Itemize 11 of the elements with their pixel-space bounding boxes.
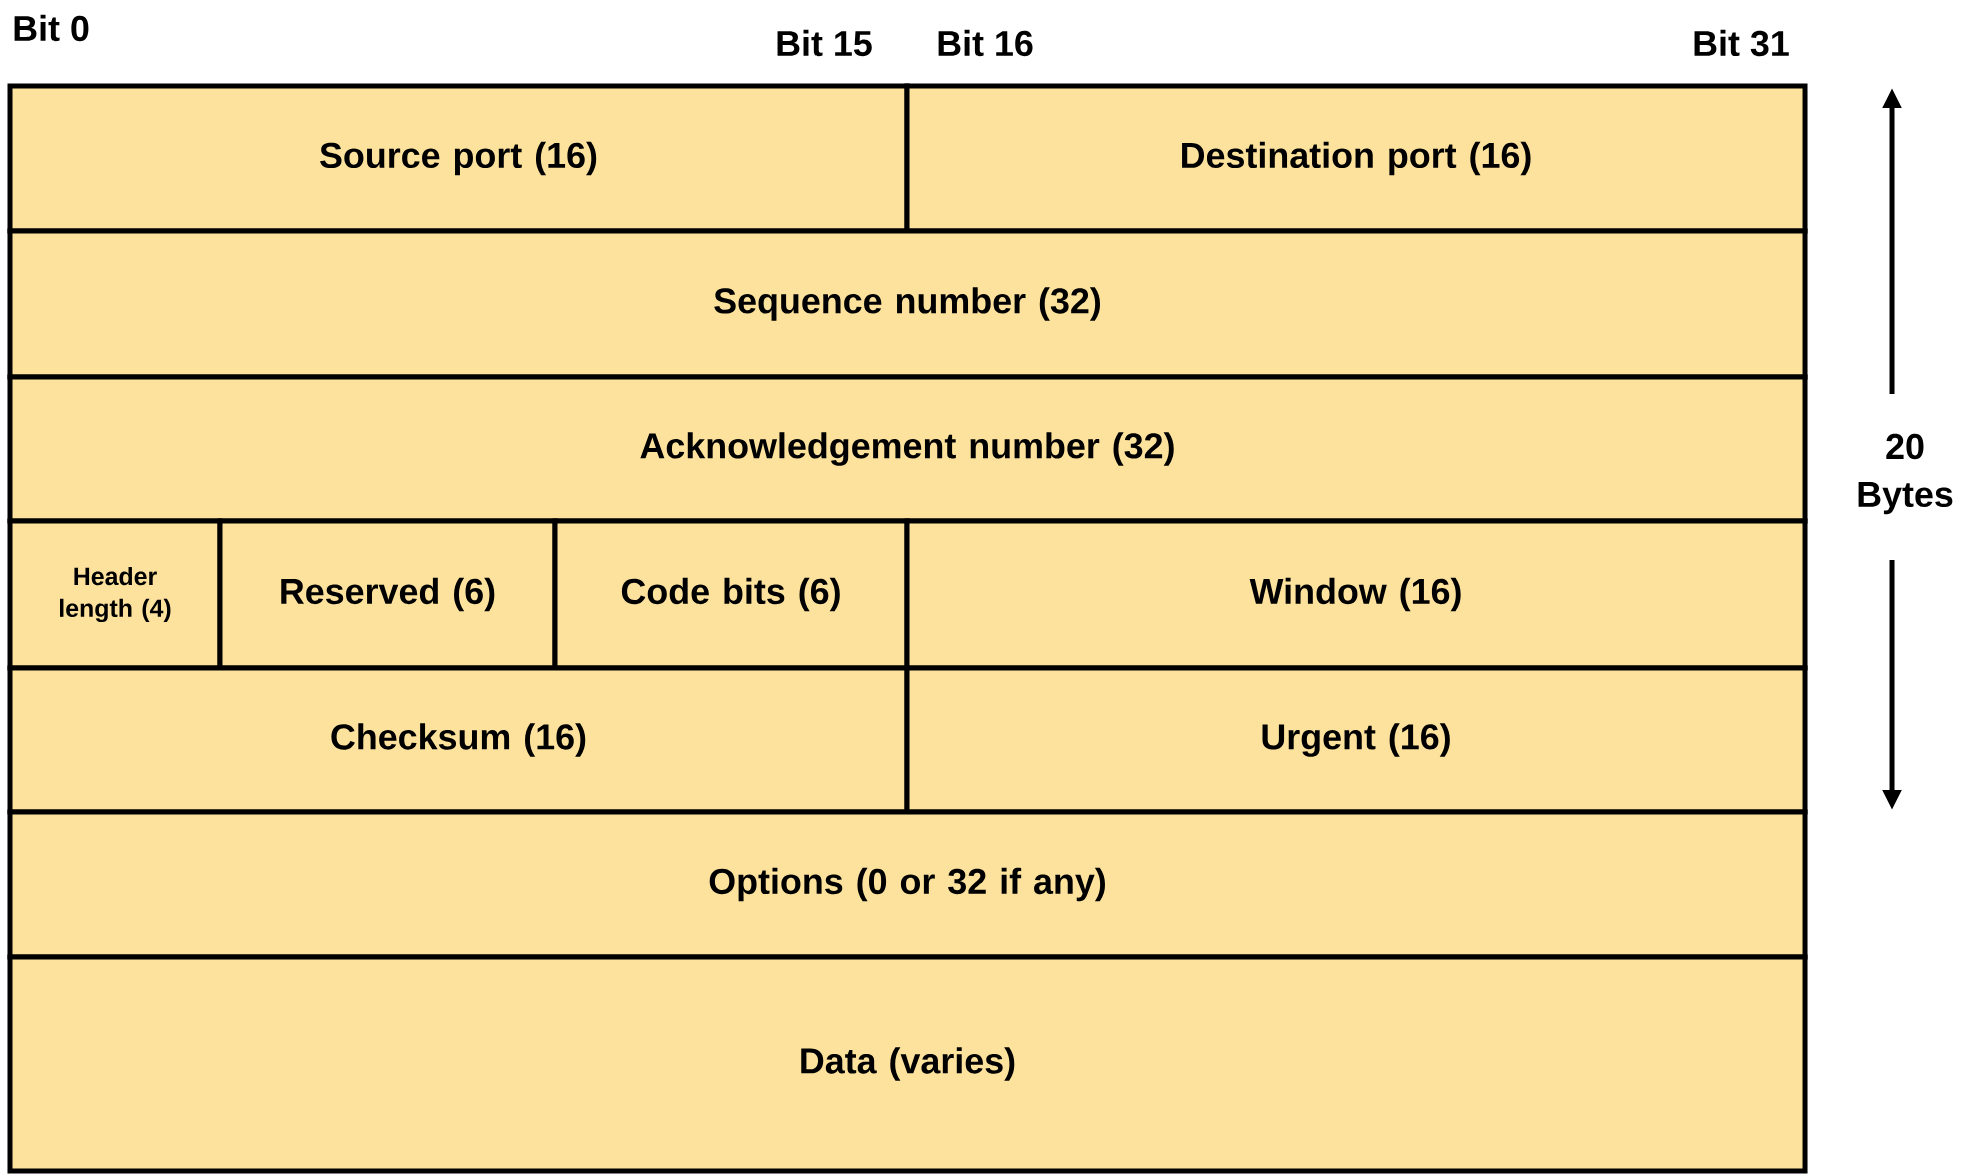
bit-label: Bit 15 — [775, 29, 873, 57]
bit-label: Bit 0 — [12, 14, 90, 42]
field-cell: Reserved (6) — [217, 518, 558, 671]
field-cell: Header length (4) — [7, 518, 223, 671]
bit-label: Bit 16 — [936, 29, 1034, 57]
field-cell: Destination port (16) — [904, 83, 1808, 234]
size-label: 20 Bytes — [1846, 433, 1964, 515]
field-cell: Data (varies) — [7, 954, 1808, 1174]
field-cell: Urgent (16) — [904, 665, 1808, 815]
field-cell: Source port (16) — [7, 83, 910, 234]
field-cell: Code bits (6) — [552, 518, 910, 671]
